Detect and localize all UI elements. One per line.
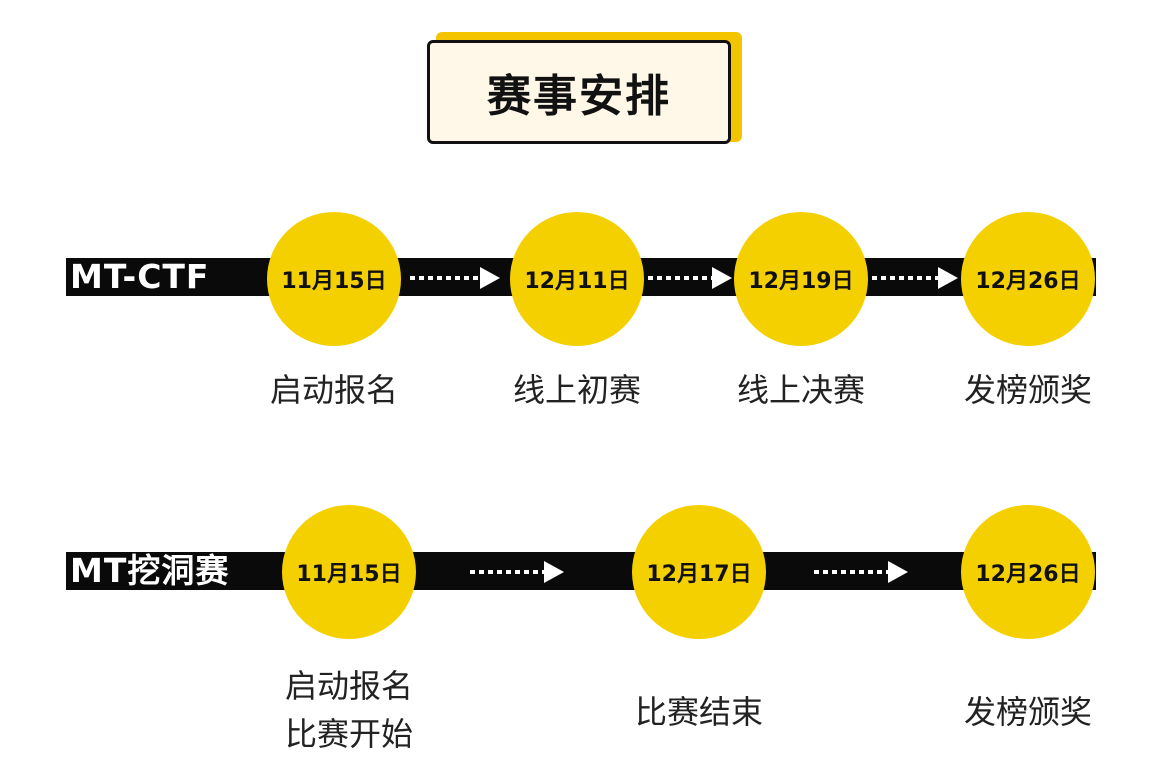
step-label-line: 启动报名 [269,371,398,409]
timeline-node-ctf-2: 12月11日 [510,212,644,346]
timeline-node-ctf-1: 11月15日 [267,212,401,346]
timeline-node-vuln-1: 11月15日 [282,505,416,639]
step-label-vuln-3: 发榜颁奖 [961,688,1095,736]
track-label-ctf: MT-CTF [70,257,210,296]
step-label-ctf-4: 发榜颁奖 [961,366,1095,414]
step-label-vuln-2: 比赛结束 [632,688,766,736]
step-label-ctf-2: 线上初赛 [510,366,644,414]
dotted-arrow-icon [872,267,958,289]
timeline-node-vuln-3: 12月26日 [961,505,1095,639]
dotted-arrow-icon [470,561,564,583]
node-date: 11月15日 [296,562,402,587]
dotted-arrow-icon [648,267,732,289]
timeline-node-vuln-2: 12月17日 [632,505,766,639]
node-date: 11月15日 [281,269,387,294]
node-date: 12月26日 [975,269,1081,294]
track-label-vuln: MT挖洞赛 [70,551,230,590]
step-label-vuln-1: 启动报名 比赛开始 [274,662,424,758]
step-label-line: 比赛开始 [284,715,413,753]
timeline-node-ctf-4: 12月26日 [961,212,1095,346]
step-label-line: 发榜颁奖 [963,371,1092,409]
step-label-ctf-1: 启动报名 [267,366,401,414]
timeline-bar-vuln [66,552,1096,590]
step-label-ctf-3: 线上决赛 [734,366,868,414]
step-label-line: 发榜颁奖 [963,693,1092,731]
page-title: 赛事安排 [427,40,731,144]
timeline-node-ctf-3: 12月19日 [734,212,868,346]
dotted-arrow-icon [814,561,908,583]
node-date: 12月17日 [646,562,752,587]
step-label-line: 线上决赛 [736,371,865,409]
node-date: 12月11日 [524,269,630,294]
node-date: 12月19日 [748,269,854,294]
dotted-arrow-icon [410,267,500,289]
node-date: 12月26日 [975,562,1081,587]
step-label-line: 启动报名 [284,667,413,705]
step-label-line: 线上初赛 [512,371,641,409]
step-label-line: 比赛结束 [634,693,763,731]
